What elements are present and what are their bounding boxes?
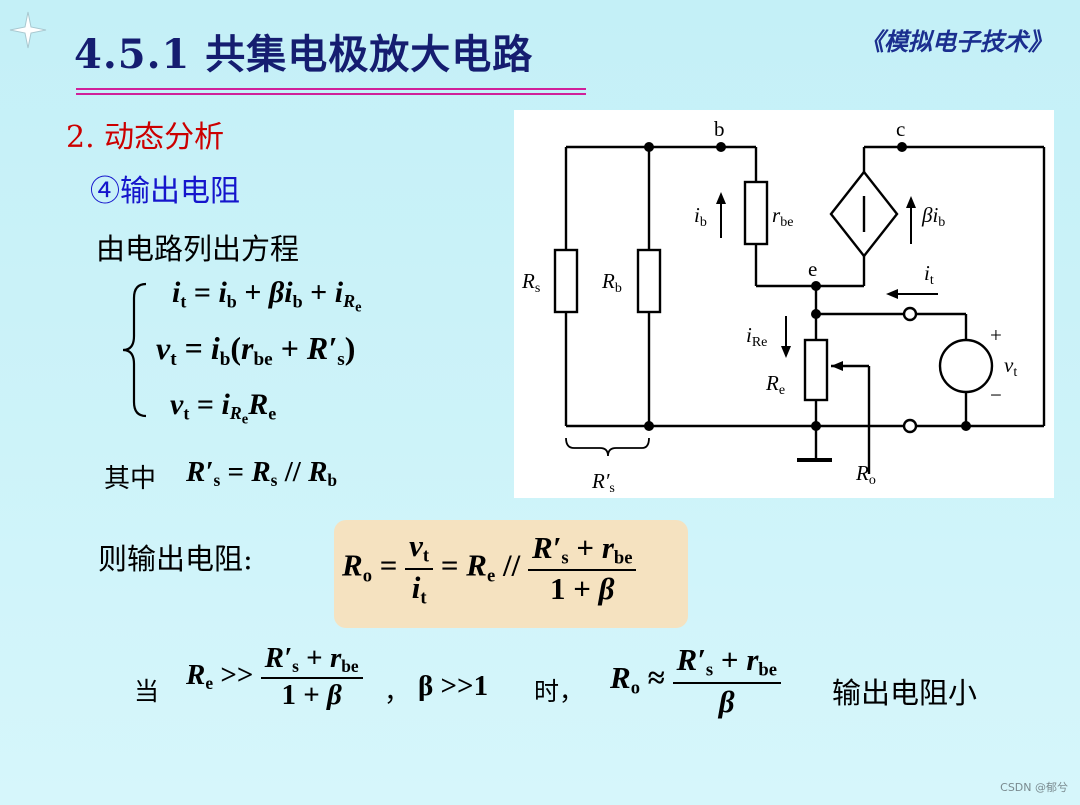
beta-ib-label: βib [921,203,945,230]
when-label: 当 [134,677,160,706]
rs-prime-label: R′s [591,469,615,496]
conclusion-text: 输出电阻小 [832,676,978,710]
title-underline [76,88,586,90]
section-heading: 2. 动态分析 [66,120,225,155]
node-b-label: b [714,117,725,141]
watermark: CSDN @郁兮 [1000,781,1068,794]
equation-voltage-base: vt = ib(rbe + R′s) [156,330,356,370]
circuit-svg: b c e Rs Rb rbe ib βib it iRe Re vt + − … [521,117,1046,496]
ro-label: Ro [855,461,876,488]
course-name: 《模拟电子技术》 [860,27,1052,56]
rs-label: Rs [521,269,540,296]
then-label: 时， [534,677,585,706]
ire-label: iRe [746,323,767,350]
it-label: it [924,261,934,288]
where-label: 其中 [104,464,157,494]
plus-label: + [990,323,1002,347]
rb-label: Rb [601,269,622,296]
equation-rs-prime: R′s = Rs // Rb [186,456,338,491]
result-label: 则输出电阻: [98,542,253,576]
result-formula-box [334,520,688,628]
equation-brace [122,282,147,418]
equation-voltage-emitter: vt = iReRe [170,388,277,428]
subsection-heading: ④输出电阻 [90,174,240,209]
minus-label: − [990,383,1002,407]
sparkle-icon [9,11,47,49]
node-c-label: c [896,117,905,141]
intro-text: 由电路列出方程 [96,232,300,266]
ib-label: ib [694,203,707,230]
equation-current: it = ib + βib + iRe [172,276,362,316]
circuit-diagram: b c e Rs Rb rbe ib βib it iRe Re vt + − … [514,110,1054,498]
title-underline-2 [76,93,586,95]
re-label: Re [765,371,785,398]
page-title: 4.5.1 共集电极放大电路 [74,31,534,78]
rbe-label: rbe [772,203,793,230]
node-e-label: e [808,257,817,281]
comma: ， [384,678,411,708]
vt-label: vt [1004,353,1017,380]
condition-beta: β >>1 [418,670,489,702]
